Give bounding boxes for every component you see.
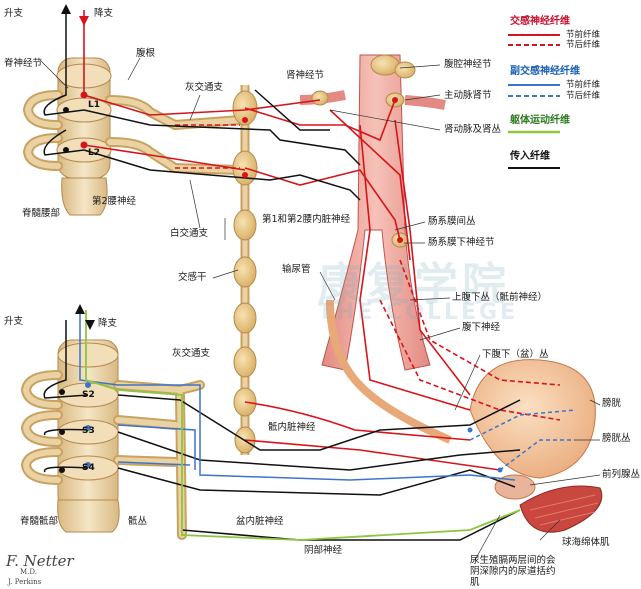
sympathetic-fibers (83, 10, 501, 471)
label-descending-top: 降支 (94, 8, 114, 19)
label-lumbar-splanchnic: 第1和第2腰内脏神经 (262, 214, 351, 225)
artist-signature: F. Netter (6, 552, 74, 570)
legend-parasympathetic-title: 副交感神经纤维 (510, 66, 580, 77)
label-sympathetic-trunk: 交感干 (178, 272, 207, 283)
arrow-up-icon (61, 4, 71, 14)
parasympathetic-fibers (79, 310, 516, 481)
legend-parasympathetic-post: 节后纤维 (566, 91, 601, 101)
label-white-ramus: 白交通支 (170, 228, 209, 239)
legend-sympathetic-title: 交感神经纤维 (510, 16, 570, 27)
label-gray-ramus-top: 灰交通支 (185, 82, 224, 93)
label-renal-plexus: 肾动脉及肾丛 (444, 124, 502, 135)
assistant-signature: J. Perkins (8, 578, 42, 586)
label-s2: S2 (82, 390, 95, 400)
afferent-fibers (43, 10, 521, 541)
parasympathetic-postganglionic (469, 409, 576, 471)
label-descending-bottom: 降支 (98, 318, 118, 329)
label-sacral-cord: 脊髓骶部 (20, 516, 59, 527)
label-ascending-bottom: 升支 (4, 316, 24, 327)
label-urethral-sphincter-3: 肌 (470, 577, 480, 588)
lumbar-spinal-cord (56, 57, 112, 216)
label-hypogastric-nerve: 腹下神经 (462, 322, 501, 333)
arrow-down-icon (79, 16, 89, 26)
legend-somatic-title: 躯体运动纤维 (510, 115, 570, 126)
label-bulbospongiosus: 球海绵体肌 (562, 537, 610, 548)
label-pudendal-nerve: 阴部神经 (304, 545, 343, 556)
label-l2: L2 (88, 148, 100, 158)
label-ureter: 输尿管 (282, 264, 311, 275)
label-intermesenteric-plexus: 肠系膜间丛 (428, 216, 476, 227)
watermark-en: THE COLLEGE (318, 300, 519, 325)
watermark-cn: 康复学院 (318, 259, 510, 310)
label-inferior-mesenteric-ganglion: 肠系膜下神经节 (428, 237, 495, 248)
label-inferior-hypogastric: 下腹下（盆）丛 (482, 349, 549, 360)
label-aorticorenal-ganglion: 主动脉肾节 (444, 90, 492, 101)
legend-afferent-title: 传入纤维 (510, 151, 550, 162)
neuron-bodies (59, 91, 503, 473)
label-urethral-sphincter-2: 阴深隙内的尿道括约 (470, 566, 556, 577)
legend-sympathetic-pre: 节前纤维 (566, 30, 601, 40)
artist-md: M.D. (20, 568, 37, 576)
label-prostatic-plexus: 前列腺丛 (602, 469, 641, 480)
label-s4: S4 (82, 463, 95, 473)
bulbospongiosus-muscle (519, 485, 603, 533)
legend-swatches (508, 34, 560, 169)
arrow-down-bottom-icon (85, 320, 95, 330)
label-pelvic-splanchnic: 盆内脏神经 (236, 516, 284, 527)
bladder (469, 359, 596, 479)
label-l2-nerve: 第2腰神经 (92, 196, 137, 207)
label-celiac-ganglion: 腹腔神经节 (444, 59, 492, 70)
label-lumbar-cord: 脊髓腰部 (22, 208, 61, 219)
label-sacral-splanchnic: 骶内脏神经 (268, 422, 316, 433)
somatic-fibers (85, 310, 521, 541)
label-renal-ganglion: 肾神经节 (286, 70, 325, 81)
arrow-up-bottom-icon (75, 304, 85, 314)
label-s3: S3 (82, 426, 95, 436)
sympathetic-trunk (232, 85, 258, 455)
legend-sympathetic-post: 节后纤维 (566, 40, 601, 50)
sacral-spinal-cord (57, 339, 120, 533)
label-bladder: 膀胱 (602, 398, 622, 409)
label-sacral-plexus: 骶丛 (128, 516, 148, 527)
leader-lines (39, 57, 601, 561)
label-urethral-sphincter-1: 尿生殖膈两层间的会 (470, 555, 556, 566)
legend-parasympathetic-pre: 节前纤维 (566, 80, 601, 90)
label-vesical-plexus: 膀胱丛 (602, 433, 631, 444)
label-l1: L1 (88, 100, 100, 110)
ureter (326, 299, 452, 444)
label-spinal-ganglion: 脊神经节 (4, 58, 43, 69)
label-ventral-root: 腹根 (136, 48, 156, 59)
label-ascending-top: 升支 (4, 8, 24, 19)
label-gray-ramus-bottom: 灰交通支 (172, 348, 211, 359)
label-superior-hypogastric: 上腹下丛（骶前神经） (452, 292, 548, 303)
